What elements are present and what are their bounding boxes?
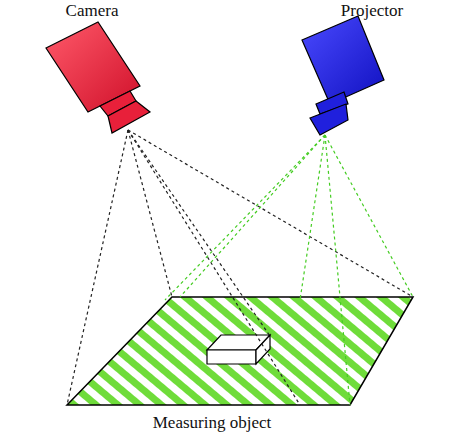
measuring-plane bbox=[67, 297, 413, 405]
projector-label: Projector bbox=[341, 2, 403, 21]
camera-label: Camera bbox=[66, 2, 119, 21]
object-label: Measuring object bbox=[153, 414, 272, 433]
object-box bbox=[207, 335, 270, 364]
projector-rays bbox=[165, 135, 413, 405]
projector-icon bbox=[302, 16, 384, 135]
camera-icon bbox=[46, 22, 150, 133]
camera-rays bbox=[67, 130, 413, 405]
